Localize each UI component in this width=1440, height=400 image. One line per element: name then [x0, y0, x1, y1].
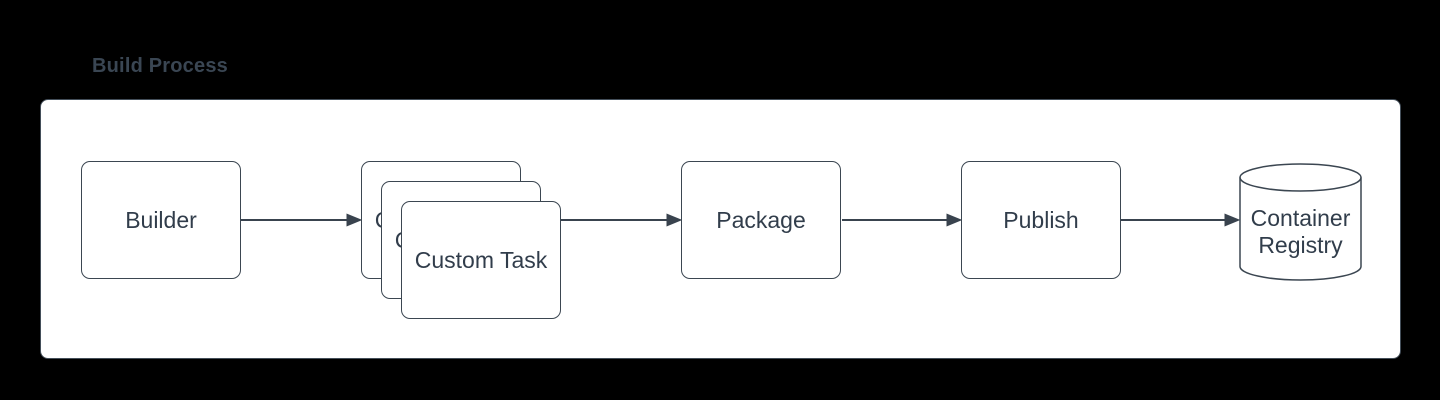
edge-publish-to-container-registry: [1121, 213, 1241, 227]
edge-package-to-publish: [842, 213, 963, 227]
node-publish-label: Publish: [1003, 206, 1079, 233]
node-builder[interactable]: Builder: [81, 161, 241, 279]
node-custom-task-label: Custom Task: [414, 246, 548, 273]
node-package-label: Package: [716, 206, 806, 233]
build-process-container: Builder Custom Task Custom Task Custom T…: [40, 99, 1401, 359]
node-builder-label: Builder: [125, 206, 197, 233]
diagram-title: Build Process: [92, 55, 228, 77]
edge-builder-to-custom-task: [241, 213, 363, 227]
node-container-registry[interactable]: Container Registry: [1239, 163, 1362, 281]
node-container-registry-label: Container Registry: [1250, 204, 1351, 258]
node-package[interactable]: Package: [681, 161, 841, 279]
database-cylinder-icon: [1239, 163, 1362, 281]
node-publish[interactable]: Publish: [961, 161, 1121, 279]
node-custom-task[interactable]: Custom Task: [401, 201, 561, 319]
